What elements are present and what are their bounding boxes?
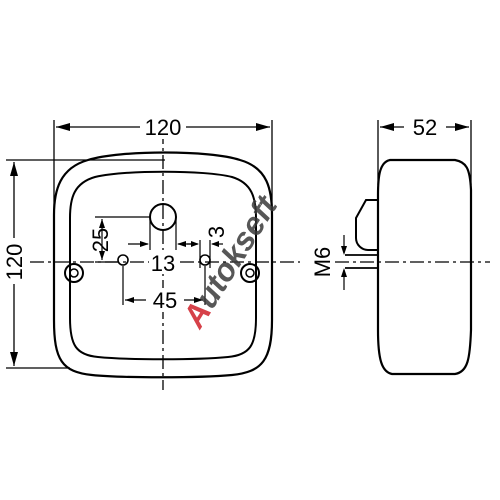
- dim-thread: M6: [310, 235, 347, 290]
- right-mount-screw: [240, 263, 260, 283]
- dim-small-offset-label: 3: [204, 226, 229, 238]
- dim-hole-vertical: 25: [88, 216, 150, 263]
- dim-side-depth-label: 52: [413, 115, 437, 140]
- connector-boss: [355, 199, 378, 251]
- front-view: 120 120 13: [2, 113, 490, 390]
- front-inner-outline: [69, 170, 257, 361]
- small-hole-left: [117, 254, 129, 266]
- dim-front-width: 120: [53, 113, 273, 210]
- dim-front-width-label: 120: [145, 115, 182, 140]
- side-body-outline: [376, 158, 473, 376]
- dim-hole-horizontal-label: 13: [151, 251, 175, 276]
- dim-side-depth: 52: [377, 113, 472, 185]
- front-outer-outline: [52, 151, 274, 379]
- dim-small-offset: 3: [187, 226, 229, 268]
- dim-mount-spacing: 45: [122, 266, 206, 313]
- dim-front-height: 120: [2, 159, 165, 369]
- left-mount-screw: [64, 263, 84, 283]
- dim-hole-horizontal: 13: [128, 220, 196, 276]
- dim-front-height-label: 120: [2, 244, 27, 281]
- side-view: 52 M6: [310, 113, 473, 376]
- dim-mount-spacing-label: 45: [153, 288, 177, 313]
- dim-hole-vertical-label: 25: [88, 228, 113, 252]
- dim-thread-label: M6: [310, 247, 335, 278]
